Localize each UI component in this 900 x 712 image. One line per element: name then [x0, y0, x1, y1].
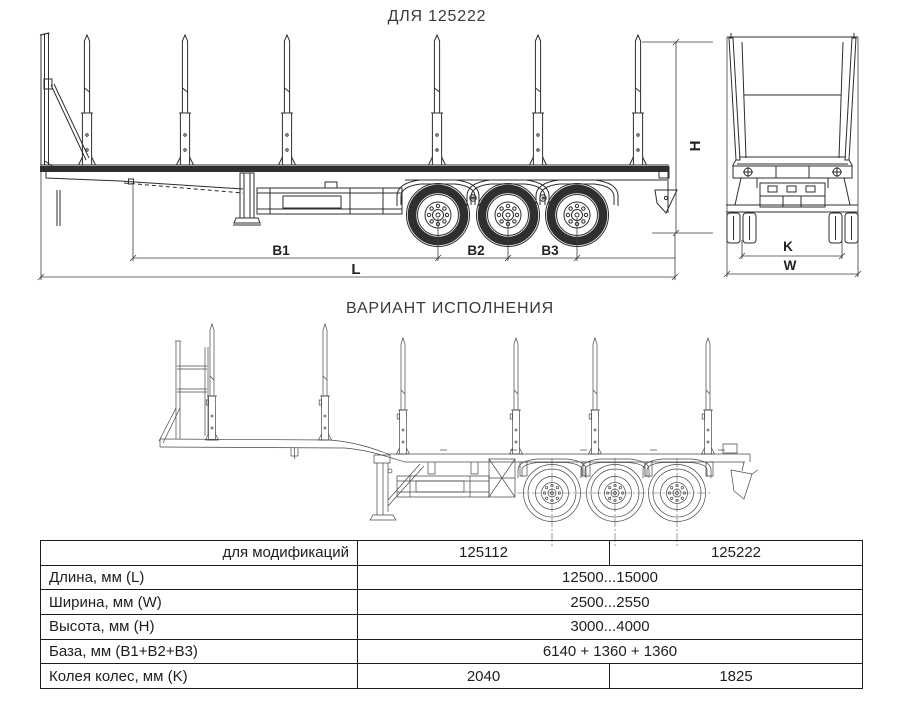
variant-view-drawing: [150, 323, 790, 555]
variant-stakes: [205, 323, 715, 455]
dim-label-w: W: [784, 258, 797, 273]
spec-label: Колея колес, мм (K): [40, 663, 358, 689]
wheels: [407, 184, 609, 247]
side-view-drawing: B1 B2 B3 L H: [0, 0, 720, 300]
spec-value: 12500...15000: [357, 564, 863, 591]
front-brace: [51, 84, 89, 160]
rear-crossmember: [733, 166, 852, 178]
dim-label-b2: B2: [467, 243, 484, 258]
fenders: [396, 179, 619, 207]
spec-value-mod1: 2040: [357, 663, 610, 689]
rear-view-drawing: K W: [715, 25, 875, 290]
spec-row-track: Колея колес, мм (K) 2040 1825: [40, 663, 863, 689]
dim-label-k: K: [783, 239, 793, 254]
spec-row-base: База, мм (B1+B2+B3) 6140 + 1360 + 1360: [40, 638, 863, 665]
side-guard: [257, 182, 402, 214]
variant-landing-leg: [370, 455, 424, 520]
spec-label: База, мм (B1+B2+B3): [40, 638, 358, 665]
rear-wheels: [727, 213, 858, 243]
variant-toolbox: [397, 459, 515, 497]
dim-label-h: H: [687, 141, 704, 152]
spec-row-length: Длина, мм (L) 12500...15000: [40, 564, 863, 591]
spec-table: для модификаций 125112 125222 Длина, мм …: [40, 540, 863, 689]
variant-wheels: [517, 458, 712, 548]
dim-label-l: L: [351, 261, 360, 278]
rear-dimensions: K W: [724, 239, 861, 277]
spec-value: 3000...4000: [357, 613, 863, 640]
spec-header-mod1: 125112: [357, 540, 610, 566]
spec-row-width: Ширина, мм (W) 2500...2550: [40, 589, 863, 615]
rear-suspension: [726, 178, 858, 212]
stakes: [78, 34, 647, 166]
deck: [40, 165, 669, 172]
landing-leg: [233, 173, 261, 225]
spec-header-label: для модификаций: [40, 540, 358, 566]
front-wall: [40, 33, 52, 165]
gooseneck-frame: [45, 161, 243, 226]
dim-label-b3: B3: [541, 243, 559, 258]
spec-header-mod2: 125222: [609, 540, 863, 566]
main-drawing-title: ДЛЯ 125222: [387, 8, 487, 25]
spec-label: Ширина, мм (W): [40, 589, 358, 615]
variant-front-ladder: [159, 341, 208, 443]
spec-row-height: Высота, мм (H) 3000...4000: [40, 613, 863, 640]
variant-drawing-title: ВАРИАНТ ИСПОЛНЕНИЯ: [346, 300, 554, 317]
spec-header-row: для модификаций 125112 125222: [40, 540, 863, 566]
spec-value-mod2: 1825: [609, 663, 863, 689]
spec-value: 2500...2550: [357, 589, 863, 615]
spec-label: Высота, мм (H): [40, 613, 358, 640]
dimension-labels: B1 B2 B3 L H: [272, 141, 704, 278]
dimension-lines: [38, 39, 713, 280]
spec-value: 6140 + 1360 + 1360: [357, 638, 863, 665]
variant-rear: [723, 444, 758, 499]
dim-label-b1: B1: [272, 243, 290, 258]
spec-label: Длина, мм (L): [40, 564, 358, 591]
